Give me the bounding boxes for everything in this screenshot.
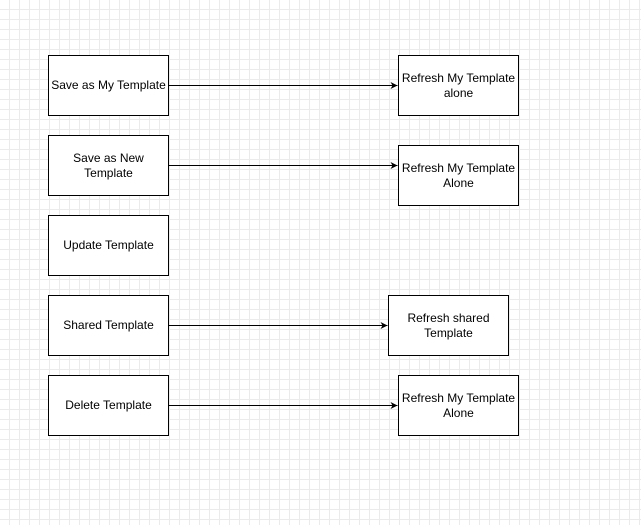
node-shared-template[interactable]: Shared Template	[48, 295, 169, 356]
node-refresh-my-template-1[interactable]: Refresh My Template alone	[398, 55, 519, 116]
node-refresh-my-template-2[interactable]: Refresh My Template Alone	[398, 145, 519, 206]
node-update-template[interactable]: Update Template	[48, 215, 169, 276]
node-refresh-my-template-3[interactable]: Refresh My Template Alone	[398, 375, 519, 436]
node-save-as-my-template[interactable]: Save as My Template	[48, 55, 169, 116]
node-delete-template[interactable]: Delete Template	[48, 375, 169, 436]
node-save-as-new-template[interactable]: Save as New Template	[48, 135, 169, 196]
node-refresh-shared-template[interactable]: Refresh shared Template	[388, 295, 509, 356]
